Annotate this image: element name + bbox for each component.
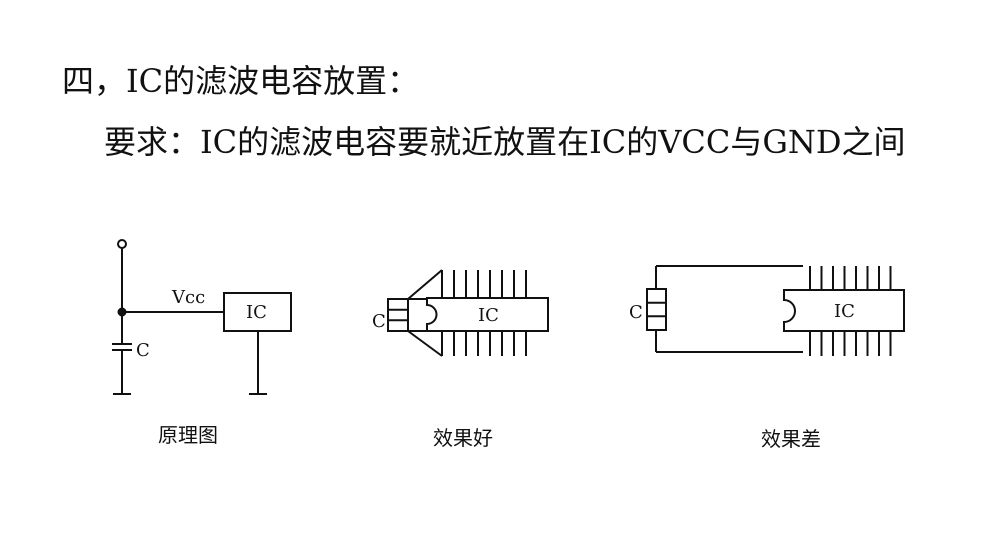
bad-ic-pins — [809, 266, 892, 356]
schematic-ic-label: IC — [246, 302, 267, 323]
bad-capacitor — [646, 288, 667, 331]
vcc-terminal — [117, 239, 127, 249]
vcc-label: Vcc — [171, 287, 205, 308]
junction-dot — [117, 307, 127, 317]
bad-cap-label: C — [629, 302, 643, 323]
good-caption: 效果好 — [433, 426, 493, 450]
ic-box — [223, 292, 292, 332]
good-cap-label: C — [372, 311, 386, 332]
good-trace-top — [407, 269, 443, 300]
bad-ic-body — [783, 289, 905, 332]
schematic-caption: 原理图 — [158, 423, 218, 447]
schematic-diagram: Vcc IC C 原理图 — [112, 239, 292, 447]
section-heading: 四，IC的滤波电容放置： — [62, 62, 420, 100]
good-ic-label: IC — [478, 305, 499, 326]
good-ic-pins — [441, 270, 527, 356]
bad-caption: 效果差 — [761, 427, 821, 451]
bad-placement-diagram: C IC 效果差 — [629, 265, 905, 451]
good-ic-body — [426, 297, 549, 332]
good-capacitor — [387, 298, 409, 332]
good-trace-bottom — [407, 330, 443, 357]
good-placement-diagram: C IC 效果好 — [372, 269, 549, 450]
bad-ic-label: IC — [834, 301, 855, 322]
schematic-cap-label: C — [136, 340, 150, 361]
requirement-text: 要求：IC的滤波电容要就近放置在IC的VCC与GND之间 — [104, 123, 906, 161]
